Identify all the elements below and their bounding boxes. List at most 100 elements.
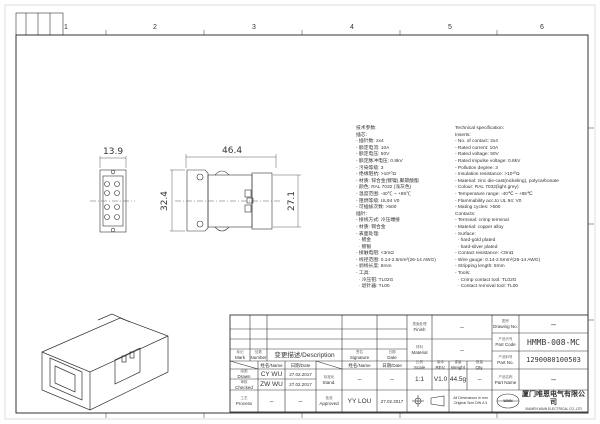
spec-line: - Temperature range: -40℃ ~ +85℃ bbox=[455, 191, 533, 197]
spec-line: 插芯: bbox=[356, 132, 367, 138]
spec-line: · Contact removal tool: TL00 bbox=[455, 284, 519, 290]
spec-line: - 可插拔次数: >500 bbox=[356, 205, 397, 211]
spec-line: - Flammability acc.to UL 94: V0 bbox=[455, 198, 522, 204]
zone-label: 3 bbox=[252, 24, 256, 31]
spec-line: - Rated impulse voltage: 0.8kV bbox=[455, 158, 521, 164]
spec-line: · 退针器: TL00 bbox=[356, 284, 390, 290]
zone-label: 1 bbox=[64, 24, 68, 31]
sheet-edge bbox=[4, 4, 596, 420]
spec-line: - 表面处理: bbox=[356, 231, 380, 237]
zone-label: 4 bbox=[350, 24, 354, 31]
spec-line: - 工具: bbox=[356, 271, 370, 277]
weight-value: 44.5g bbox=[449, 376, 467, 383]
description-header: 变更描述/Description bbox=[274, 351, 335, 359]
spec-line: - 接线方式: 冷压端接 bbox=[356, 218, 400, 224]
stand-name: – bbox=[357, 376, 362, 383]
spec-line: - Rated current: 10A bbox=[455, 145, 499, 151]
spec-list-english: Technical specification:Inserts:- No. of… bbox=[455, 126, 559, 291]
spec-line: - 插针数: 2x4 bbox=[356, 139, 384, 145]
dimension-height: 32.4 bbox=[160, 190, 171, 212]
spec-line: - No. of contact: 2x4 bbox=[455, 139, 498, 145]
zone-label: 2 bbox=[153, 24, 157, 31]
spec-line: - Insulation resistance: >10¹⁰Ω bbox=[455, 172, 520, 178]
spec-line: - Mating cycles: >500 bbox=[455, 205, 501, 211]
process-name: – bbox=[269, 397, 274, 405]
zone-label: 5 bbox=[448, 24, 452, 31]
spec-line: - 阻燃等级: UL94 V0 bbox=[356, 198, 400, 204]
spec-line: - Wire gauge: 0.14-2.5mm²(26-14 AWG) bbox=[455, 257, 541, 263]
spec-line: - Terminal: crimp terminal bbox=[455, 218, 509, 224]
spec-list-chinese: 技术参数:插芯:- 插针数: 2x4- 额定电流: 10A- 额定电压: 50V… bbox=[356, 126, 436, 291]
spec-line: - 线径范围: 0.14-2.5mm²(26-14 AWG) bbox=[356, 257, 436, 263]
side-view bbox=[170, 154, 301, 232]
dimension-length: 46.4 bbox=[222, 146, 243, 156]
rev-value: V1.0 bbox=[433, 376, 448, 383]
spec-line: - 额定电压: 50V bbox=[356, 152, 390, 158]
spec-line: - 额定脉冲电压: 0.8kV bbox=[356, 158, 403, 164]
date-header: 日期/Date bbox=[382, 362, 402, 368]
zone-label: 6 bbox=[540, 24, 544, 31]
spec-line: Contacts: bbox=[455, 211, 476, 217]
spec-line: · 镀银 bbox=[356, 244, 372, 250]
spec-line: 插针: bbox=[356, 211, 367, 217]
name-header: 姓名/Name bbox=[260, 362, 283, 368]
drawn-name: CY WU bbox=[260, 370, 283, 378]
spec-line: · 冷压钳: TL02G bbox=[356, 277, 394, 283]
spec-line: - 温度范围: -40℃ ~ +85℃ bbox=[356, 191, 411, 197]
finish-value: – bbox=[460, 323, 464, 331]
approved-name: YY LOU bbox=[347, 397, 372, 405]
date-header: 日期/Date bbox=[290, 362, 311, 368]
spec-line: - Rated voltage: 50V bbox=[455, 152, 499, 158]
spec-line: - Stripping length: 8mm bbox=[455, 264, 505, 270]
title-block-grid bbox=[229, 314, 589, 413]
drawn-date: 27.02.2017 bbox=[289, 371, 312, 377]
spec-line: - 材质: 锌合金(镀镍),聚碳酸酯 bbox=[356, 178, 419, 184]
front-view bbox=[90, 156, 135, 233]
company-logo-icon bbox=[496, 393, 520, 409]
spec-line: - Colour: RAL 7032(light grey) bbox=[455, 185, 519, 191]
qty-value: – bbox=[477, 376, 482, 383]
isometric-view bbox=[41, 313, 169, 411]
name-header: 姓名/Name bbox=[348, 362, 371, 368]
spec-line: · 镀金 bbox=[356, 238, 372, 244]
process-date: – bbox=[298, 397, 303, 405]
spec-line: - Material: zinc die-cast(nickeling), po… bbox=[455, 178, 559, 184]
logo-text: WAIN bbox=[503, 398, 513, 403]
spec-line: - Surface: bbox=[455, 231, 476, 237]
spec-line: Inserts: bbox=[455, 132, 471, 138]
drawing-no-value: – bbox=[551, 319, 556, 329]
spec-line: - Material: copper alloy bbox=[455, 224, 504, 230]
spec-line: - 绝缘阻抗: >10¹⁰Ω bbox=[356, 172, 397, 178]
spec-line: · hard-silver plated bbox=[455, 244, 498, 250]
dimension-height-inner: 27.1 bbox=[287, 190, 298, 212]
zone-ticks bbox=[105, 30, 594, 418]
spec-line: · Crimp contact tool: TL02G bbox=[455, 277, 517, 283]
part-no-value: 1290080100503 bbox=[526, 355, 581, 364]
spec-line: - 材质: 铜合金 bbox=[356, 224, 386, 230]
dimension-width-front: 13.9 bbox=[103, 147, 124, 157]
checked-date: 27.02.2017 bbox=[289, 382, 312, 387]
scale-value: 1:1 bbox=[414, 376, 425, 383]
spec-line: - Contact resistance: <3mΩ bbox=[455, 251, 514, 257]
spec-line: - 剥线长度: 8mm bbox=[356, 264, 392, 270]
